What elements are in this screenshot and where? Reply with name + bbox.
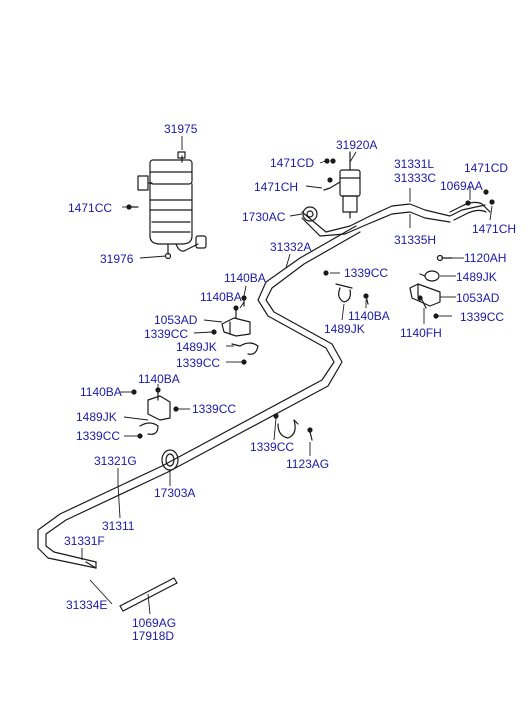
label-31331F: 31331F [64,534,105,548]
label-1489JK-left-upper: 1489JK [176,340,217,354]
label-1471CD-right: 1471CD [464,161,509,175]
label-17918D: 17918D [132,629,175,643]
label-31975: 31975 [164,122,198,136]
label-31920A: 31920A [336,138,378,152]
label-1123AG: 1123AG [286,457,330,471]
label-1489JK-middle: 1489JK [324,322,365,336]
label-1140BA-e: 1140BA [80,385,122,399]
clamp-1489JK-middle [335,283,353,303]
sensor-wire-31976 [175,243,199,252]
label-1339CC-a: 1339CC [344,266,389,280]
clamp-1489JK-right [419,270,440,282]
clamp-1489JK-left-upper [231,342,259,355]
label-1140BA-b: 1140BA [200,290,242,304]
label-1471CD-top: 1471CD [270,156,315,170]
label-1339CC-e: 1339CC [192,402,237,416]
label-1140BA-a: 1140BA [224,271,266,285]
return-tube-31334E [85,561,97,569]
main-fuel-line-outer [301,203,486,233]
bracket-lower-left [131,387,171,421]
label-31321G: 31321G [94,454,137,468]
label-1120AH: 1120AH [464,251,507,265]
hose-1069AA [449,189,495,221]
fuel-filter-assembly [126,151,207,260]
label-1140BA-c: 1140BA [348,309,390,323]
bolt-1140FH [417,295,427,309]
canister-31920A [323,151,361,219]
label-1339CC-c: 1339CC [144,327,189,341]
label-1069AG: 1069AG [132,616,177,630]
leader-lines [81,136,493,615]
label-1489JK-right: 1489JK [456,270,497,284]
label-1069AA: 1069AA [440,179,483,193]
clamp-1489JK-left-lower [139,422,159,435]
hose-1069AG [119,577,178,612]
label-31331L: 31331L [394,157,435,171]
label-31335H: 31335H [394,233,437,247]
main-fuel-line-inner [301,211,451,237]
label-31333C: 31333C [394,171,437,185]
filter-bracket [137,175,149,191]
label-1730AC: 1730AC [242,210,286,224]
fuel-line-31332A-outer [37,225,357,569]
clip-1730AC [302,206,318,222]
label-1471CH-top: 1471CH [254,180,299,194]
grommet-17303A [161,449,179,471]
label-31976: 31976 [100,252,134,266]
label-31311: 31311 [102,519,135,533]
label-1140BA-d: 1140BA [138,372,180,386]
label-31332A: 31332A [270,240,312,254]
bracket-1053AD-right [409,283,441,307]
label-1053AD-left: 1053AD [154,313,198,327]
label-1471CH-right: 1471CH [472,222,517,236]
label-1053AD-right: 1053AD [456,291,500,305]
filter-body [149,183,193,245]
bolt-1140BA-middle [363,293,369,305]
clamp-lower-right [273,413,313,441]
label-1489JK-left-lower: 1489JK [76,410,117,424]
label-1339CC-f: 1339CC [76,429,121,443]
label-31334E: 31334E [66,598,108,612]
label-1339CC-d: 1339CC [176,356,221,370]
label-1471CC: 1471CC [68,201,113,215]
label-1140FH: 1140FH [400,326,442,340]
bracket-1053AD-left [221,295,251,337]
label-1339CC-g: 1339CC [250,440,295,454]
label-17303A: 17303A [154,486,196,500]
fuel-line-31332A-inner [45,231,361,563]
main-fuel-line-pair [37,203,486,569]
label-1339CC-b: 1339CC [460,310,505,324]
